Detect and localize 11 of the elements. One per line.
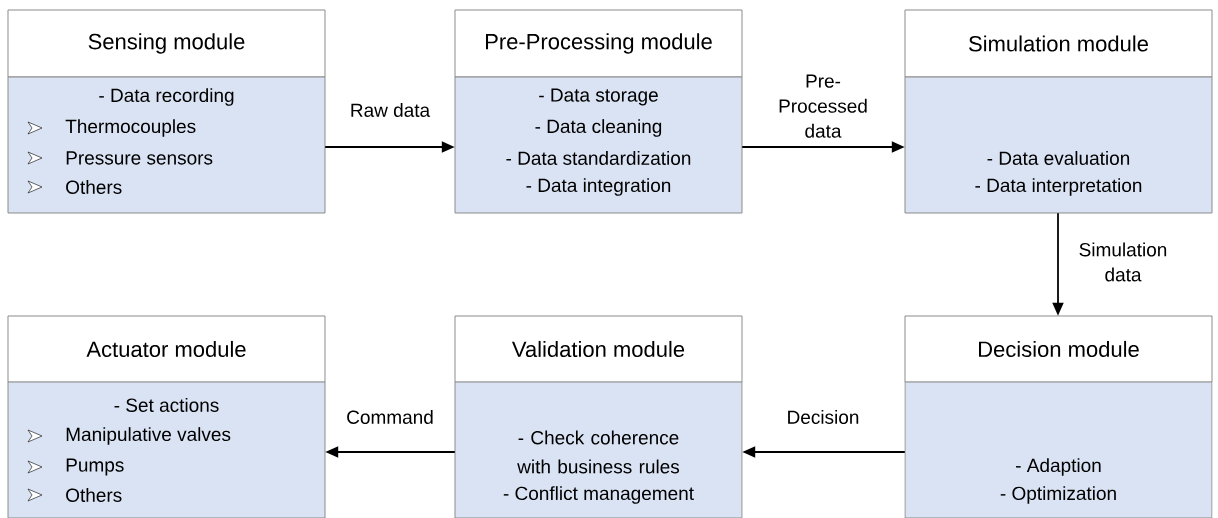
- module-title: Simulation module: [969, 35, 1148, 52]
- edge-label: Raw data: [347, 101, 433, 119]
- module-title: Actuator module: [86, 340, 246, 358]
- edge-label: Command: [344, 408, 436, 426]
- module-title: Decision module: [979, 340, 1139, 358]
- module-title: Sensing module: [88, 33, 245, 54]
- edge-label: Decision: [784, 408, 862, 426]
- module-title: Pre-Processing module: [486, 33, 712, 54]
- edge-label: Simulation data: [1071, 240, 1175, 284]
- module-title: Validation module: [511, 340, 685, 358]
- edge-label: Pre-Processed data: [771, 72, 875, 140]
